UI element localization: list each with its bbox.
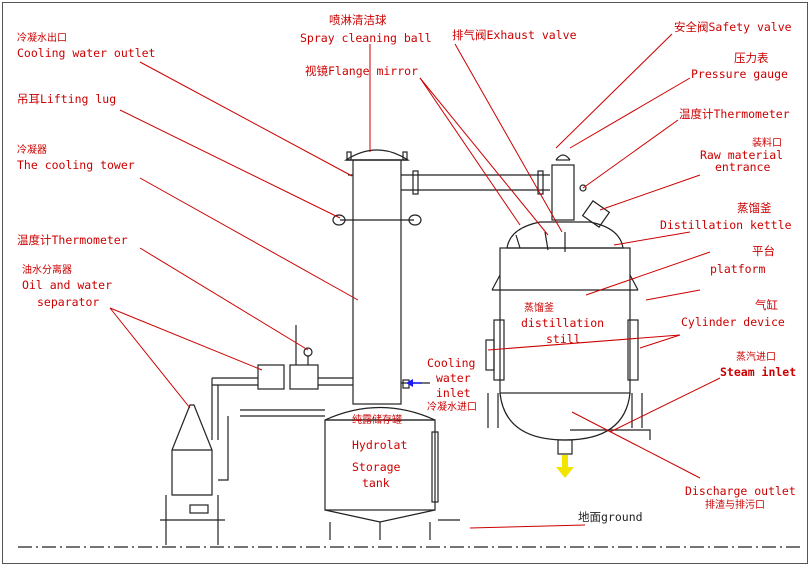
label-spray-ball-cn: 喷淋清洁球 [329,13,387,27]
label-oil-water-en2: separator [37,295,100,309]
label-hydrolat-cn: 纯露储存罐 [352,415,402,426]
label-spray-ball-en: Spray cleaning ball [300,31,432,45]
label-cooling-tower-cn: 冷凝器 [17,145,47,156]
label-cooling-inlet-en2: water [436,371,471,385]
label-cooling-inlet-en1: Cooling [427,356,476,370]
cooling-tower [332,149,422,405]
label-thermometer-left: 温度计Thermometer [17,233,128,247]
label-platform-en: platform [710,262,766,276]
oil-water-separator [160,404,225,545]
label-still-cn: 蒸馏釜 [524,303,554,314]
label-pressure-gauge-en: Pressure gauge [691,67,788,81]
label-cooling-outlet-en: Cooling water outlet [17,46,156,60]
label-hydrolat-en1: Hydrolat [352,438,408,452]
label-hydrolat-en3: tank [362,476,390,490]
label-cylinder-en: Cylinder device [681,315,785,329]
label-still-en2: still [546,332,581,346]
label-thermometer-right: 温度计Thermometer [679,107,790,121]
label-distillation-kettle-en: Distillation kettle [660,218,792,232]
label-cooling-inlet-en3: inlet [436,386,471,400]
label-discharge-en: Discharge outlet [685,484,796,498]
label-safety-valve: 安全阀Safety valve [674,20,792,34]
label-distillation-kettle-cn: 蒸馏釜 [737,201,772,215]
label-oil-water-en1: Oil and water [22,278,113,292]
label-exhaust-valve: 排气阀Exhaust valve [452,28,577,42]
hydrolat-tank [324,407,460,540]
label-steam-inlet-en: Steam inlet [720,365,797,379]
label-cooling-inlet-cn: 冷凝水进口 [427,402,477,413]
label-discharge-cn: 排渣与排污口 [705,500,765,511]
label-oil-water-cn: 油水分离器 [22,265,72,276]
vapour-pipe [401,170,550,195]
leader-lines [109,33,721,529]
discharge-arrow [556,455,574,478]
label-cooling-tower-en: The cooling tower [17,158,135,172]
label-platform-cn: 平台 [752,244,775,258]
piping [211,377,430,481]
label-raw-material-en1: Raw material [700,148,784,162]
label-cylinder-cn: 气缸 [755,298,778,312]
label-raw-material-en2: entrance [715,160,771,174]
label-lifting-lug: 吊耳Lifting lug [17,92,117,106]
label-steam-inlet-cn: 蒸汽进口 [736,352,776,363]
label-ground: 地面ground [578,510,643,524]
distillation-kettle [485,154,651,455]
cooling-inlet-arrow [406,379,422,387]
label-pressure-gauge-cn: 压力表 [734,51,769,65]
label-hydrolat-en2: Storage [352,460,401,474]
label-raw-material-cn: 装料口 [752,138,782,149]
separator-units [257,325,319,390]
label-flange-mirror: 视镜Flange mirror [305,64,419,78]
label-still-en1: distillation [521,316,605,330]
label-cooling-outlet-cn: 冷凝水出口 [17,33,67,44]
